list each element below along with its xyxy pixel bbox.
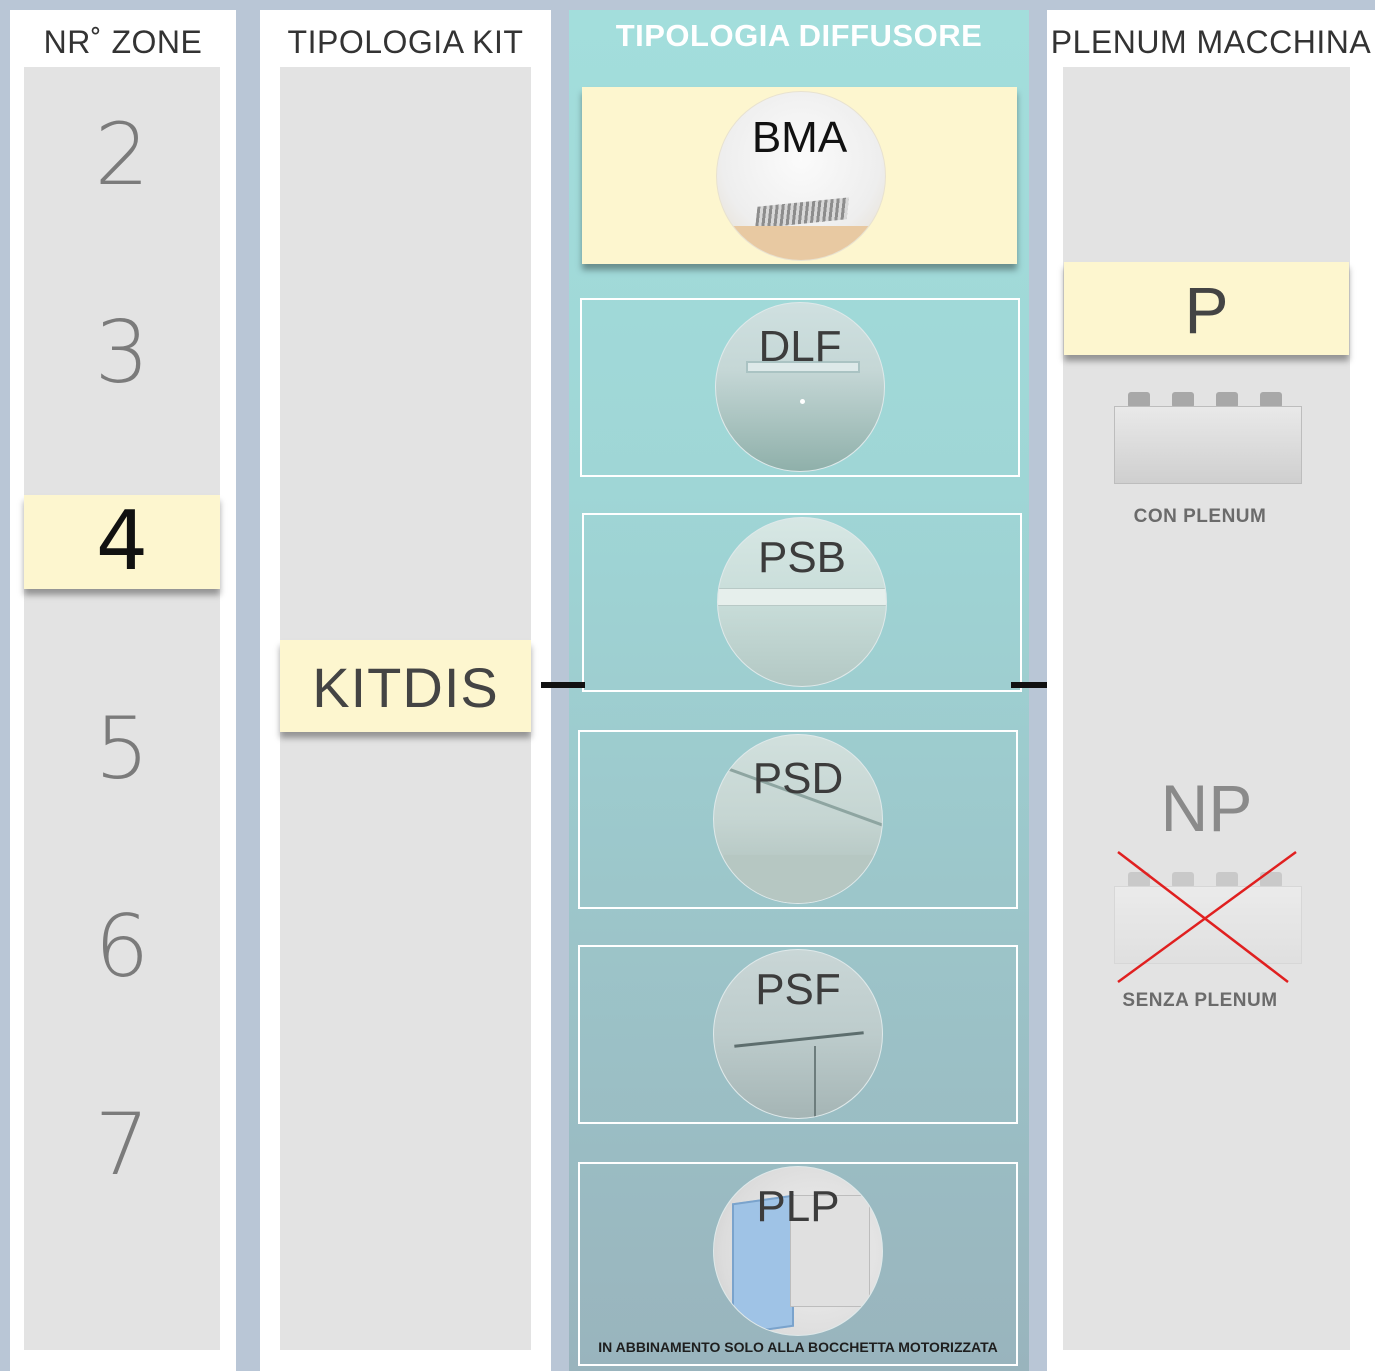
dlf-photo [715, 302, 885, 472]
plp-note: IN ABBINAMENTO SOLO ALLA BOCCHETTA MOTOR… [598, 1339, 998, 1355]
kit-option-selected[interactable]: KITDIS [280, 640, 531, 732]
zone-selected-label: 4 [95, 494, 149, 589]
zone-option-5[interactable]: 5 [94, 699, 150, 799]
diffuser-option-bma[interactable]: BMA [582, 87, 1017, 264]
zone-option-7[interactable]: 7 [94, 1095, 150, 1195]
plenum-column-header: PLENUM MACCHINA [1050, 24, 1372, 60]
diffuser-label-plp: PLP [756, 1182, 840, 1231]
no-plenum-spigot-2 [1172, 872, 1194, 888]
plenum-body [1114, 406, 1302, 484]
psd-cabinet [724, 855, 874, 903]
zones-column-header: NR˚ ZONE [43, 24, 203, 60]
psb-photo [717, 517, 887, 687]
kit-diffuser-connector [541, 682, 585, 688]
no-plenum-spigot-1 [1128, 872, 1150, 888]
psf-photo [713, 949, 883, 1119]
plenum-spigot-1 [1128, 392, 1150, 408]
plenum-box-image [1114, 392, 1302, 484]
zones-column: NR˚ ZONE 2 3 5 6 7 [10, 10, 236, 1371]
no-plenum-body [1114, 886, 1302, 964]
diffuser-column-header: TIPOLOGIA DIFFUSORE [615, 18, 983, 53]
zone-option-selected[interactable]: 4 [24, 495, 220, 589]
diffuser-plenum-connector [1011, 682, 1055, 688]
psf-slot [734, 1031, 864, 1048]
diffuser-option-psd[interactable]: PSD [578, 730, 1018, 909]
dlf-slot [746, 361, 860, 373]
zones-panel: 2 3 5 6 7 [24, 67, 220, 1350]
plenum-panel [1063, 67, 1350, 1350]
kit-selected-label: KITDIS [312, 656, 499, 719]
plenum-selected-label: P [1184, 273, 1229, 347]
zone-option-2[interactable]: 2 [94, 105, 150, 205]
diffuser-option-dlf[interactable]: DLF [580, 298, 1020, 477]
plp-body [790, 1195, 870, 1307]
psb-slot [718, 588, 886, 606]
bma-wall [717, 226, 885, 260]
diffuser-label-psf: PSF [755, 965, 841, 1014]
plenum-option-np[interactable]: NP [1160, 771, 1253, 845]
cross-icon [1117, 850, 1297, 984]
plenum-spigot-3 [1216, 392, 1238, 408]
with-plenum-caption: CON PLENUM [1133, 506, 1267, 527]
diffuser-label-bma: BMA [751, 113, 848, 162]
bma-grille [755, 197, 849, 229]
zone-option-6[interactable]: 6 [94, 897, 150, 997]
kit-column-header: TIPOLOGIA KIT [287, 24, 524, 60]
diffuser-option-plp[interactable]: PLP [578, 1162, 1018, 1366]
no-plenum-spigot-4 [1260, 872, 1282, 888]
psd-photo [713, 734, 883, 904]
dlf-light [800, 399, 805, 404]
diffuser-option-psf[interactable]: PSF [578, 945, 1018, 1124]
no-plenum-box-image [1114, 872, 1302, 964]
plenum-column: PLENUM MACCHINA [1047, 10, 1375, 1371]
diffuser-option-psb[interactable]: PSB [582, 513, 1022, 692]
no-plenum-spigot-3 [1216, 872, 1238, 888]
psf-frame [814, 1046, 816, 1118]
diffuser-label-psb: PSB [757, 533, 847, 582]
plenum-spigot-2 [1172, 392, 1194, 408]
plenum-option-selected[interactable]: P [1064, 262, 1349, 355]
diffuser-label-psd: PSD [752, 754, 844, 803]
diffuser-label-dlf: DLF [758, 322, 842, 371]
bma-photo [716, 91, 886, 261]
plp-photo [713, 1166, 883, 1336]
zone-option-3[interactable]: 3 [94, 303, 150, 403]
without-plenum-caption: SENZA PLENUM [1122, 990, 1278, 1011]
plenum-spigot-4 [1260, 392, 1282, 408]
